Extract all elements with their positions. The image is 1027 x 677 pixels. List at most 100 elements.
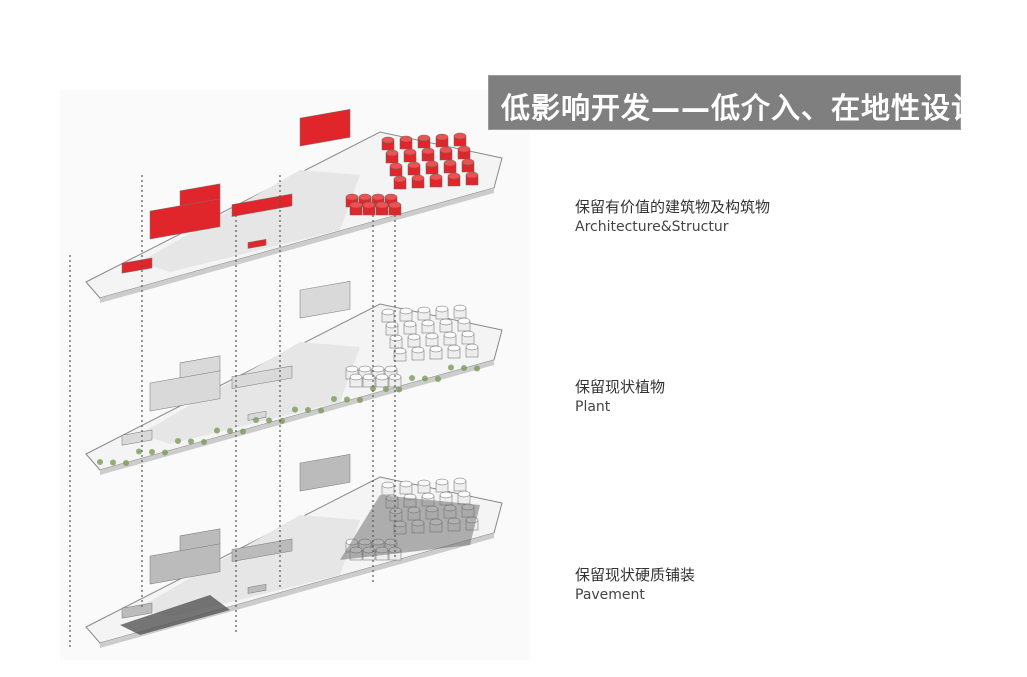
storage-tank-top bbox=[439, 318, 453, 326]
layer-label-pavement: 保留现状硬质铺装 Pavement bbox=[575, 565, 695, 605]
storage-tank-top bbox=[457, 317, 471, 325]
storage-tank-top bbox=[384, 193, 398, 201]
building bbox=[179, 355, 221, 379]
paved-area bbox=[120, 595, 230, 635]
building bbox=[247, 238, 267, 249]
tree bbox=[240, 428, 246, 435]
tree bbox=[110, 459, 116, 466]
tree bbox=[162, 449, 168, 456]
storage-tank-top bbox=[461, 330, 475, 338]
storage-tank-top bbox=[411, 174, 425, 182]
label-zh: 保留现状植物 bbox=[575, 378, 666, 396]
storage-tank-top bbox=[443, 331, 457, 339]
storage-tank-top bbox=[429, 345, 443, 353]
tree bbox=[331, 396, 337, 402]
storage-tank-top bbox=[465, 343, 479, 351]
tree bbox=[292, 406, 298, 413]
storage-tank-top bbox=[381, 308, 395, 316]
layer-architecture bbox=[85, 108, 503, 304]
storage-tank-top bbox=[429, 173, 443, 181]
storage-tank-top bbox=[421, 147, 435, 155]
tree bbox=[175, 438, 181, 444]
label-en: Pavement bbox=[575, 587, 645, 603]
storage-tank-top bbox=[349, 201, 363, 209]
tree bbox=[279, 418, 285, 424]
storage-tank-top bbox=[439, 146, 453, 154]
tree bbox=[448, 364, 454, 371]
storage-tank-top bbox=[435, 133, 449, 141]
tree bbox=[435, 376, 441, 382]
tree bbox=[357, 397, 363, 403]
storage-tank-top bbox=[403, 320, 417, 328]
storage-tank-top bbox=[417, 134, 431, 142]
storage-tank-top bbox=[447, 172, 461, 180]
storage-tank-top bbox=[385, 149, 399, 157]
storage-tank-top bbox=[407, 333, 421, 341]
label-zh: 保留有价值的建筑物及构筑物 bbox=[575, 198, 771, 216]
storage-tank-top bbox=[457, 145, 471, 153]
layer-plant bbox=[85, 280, 503, 476]
tree bbox=[396, 386, 402, 393]
storage-tank-top bbox=[453, 132, 467, 140]
building bbox=[299, 280, 351, 319]
tree bbox=[422, 375, 428, 382]
storage-tank-top bbox=[389, 334, 403, 342]
tree bbox=[344, 396, 350, 403]
layer-label-architecture: 保留有价值的建筑物及构筑物 Architecture&Structur bbox=[575, 197, 770, 237]
tree bbox=[370, 385, 376, 392]
page-title: 低影响开发——低介入、在地性设计 bbox=[501, 91, 982, 125]
storage-tank-top bbox=[381, 481, 395, 489]
tree bbox=[318, 407, 324, 414]
storage-tank-top bbox=[425, 332, 439, 340]
building bbox=[231, 538, 293, 562]
dotted-guide-lines bbox=[69, 175, 396, 650]
tree bbox=[305, 407, 311, 413]
building bbox=[179, 528, 221, 552]
tree bbox=[136, 448, 142, 455]
storage-tank-top bbox=[362, 373, 376, 381]
tree bbox=[97, 459, 103, 465]
storage-tank-top bbox=[388, 201, 402, 209]
storage-tank-top bbox=[435, 478, 449, 486]
storage-tank-top bbox=[417, 479, 431, 487]
tree bbox=[188, 438, 194, 445]
tree bbox=[214, 427, 220, 434]
building bbox=[121, 257, 153, 274]
storage-tank-top bbox=[421, 492, 435, 500]
storage-tank-top bbox=[389, 162, 403, 170]
storage-tank-top bbox=[362, 201, 376, 209]
tree bbox=[409, 375, 415, 381]
storage-tank-top bbox=[461, 158, 475, 166]
storage-tank-top bbox=[457, 490, 471, 498]
storage-tank-top bbox=[358, 193, 372, 201]
tree bbox=[227, 428, 233, 434]
storage-tank-top bbox=[425, 160, 439, 168]
label-en: Plant bbox=[575, 399, 611, 415]
building bbox=[231, 365, 293, 389]
layer-pavement bbox=[85, 453, 503, 649]
storage-tank-top bbox=[375, 373, 389, 381]
storage-tank-top bbox=[411, 346, 425, 354]
storage-tank-top bbox=[421, 319, 435, 327]
storage-tank-top bbox=[399, 307, 413, 315]
building bbox=[299, 453, 351, 492]
storage-tank-top bbox=[381, 136, 395, 144]
storage-tank-top bbox=[435, 305, 449, 313]
paved-area bbox=[340, 495, 480, 560]
storage-tank-top bbox=[453, 477, 467, 485]
storage-tank-top bbox=[447, 344, 461, 352]
building bbox=[299, 108, 351, 147]
storage-tank-top bbox=[417, 306, 431, 314]
storage-tank-top bbox=[384, 365, 398, 373]
storage-tank-top bbox=[393, 347, 407, 355]
building bbox=[121, 429, 153, 446]
storage-tank-top bbox=[345, 193, 359, 201]
label-zh: 保留现状硬质铺装 bbox=[575, 566, 696, 584]
storage-tank-top bbox=[371, 365, 385, 373]
title-banner: 低影响开发——低介入、在地性设计 bbox=[488, 75, 980, 130]
tree bbox=[201, 439, 207, 445]
storage-tank-top bbox=[399, 480, 413, 488]
storage-tank-top bbox=[349, 373, 363, 381]
tree bbox=[474, 365, 480, 372]
